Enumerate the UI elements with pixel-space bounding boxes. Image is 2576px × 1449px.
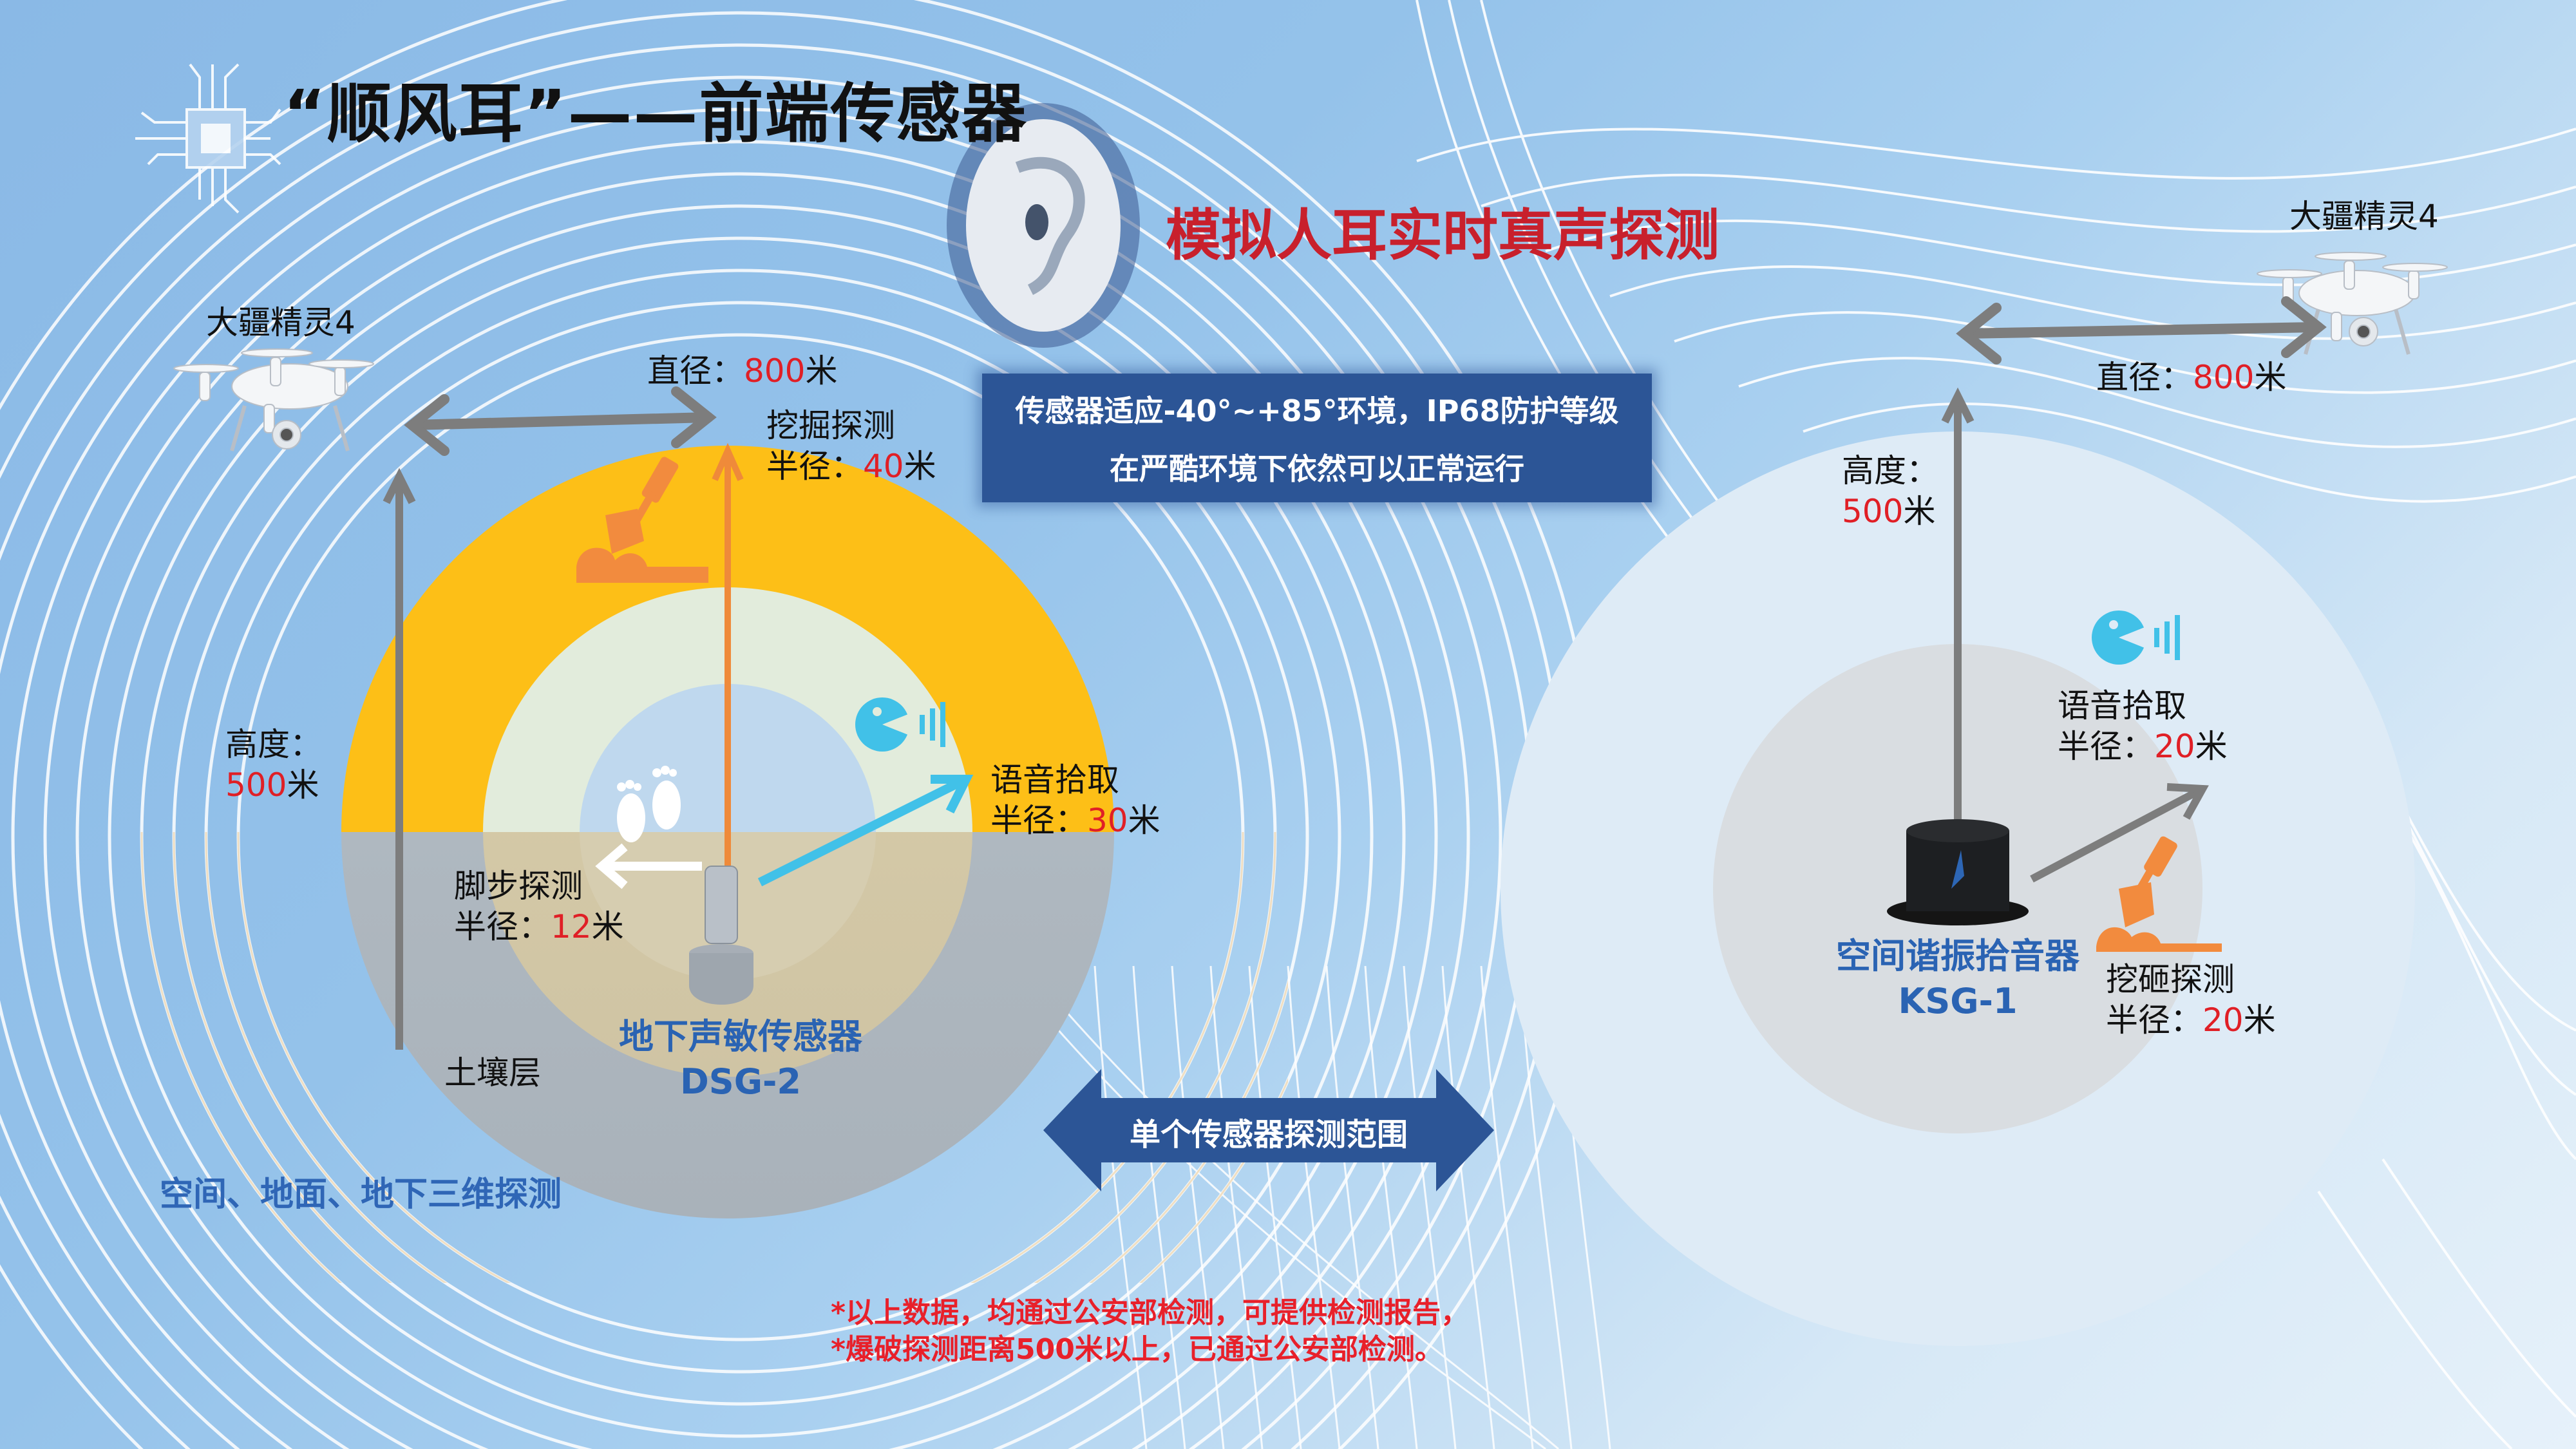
ksg1-sensor-label: 空间谐振拾音器 KSG-1 [1810, 934, 2106, 1024]
dsg2-sensor-label: 地下声敏传感器 DSG-2 [599, 1014, 882, 1104]
height-label-left: 高度： 500米 [225, 726, 322, 804]
height-label-right: 高度： 500米 [1842, 452, 1938, 530]
drone-image-left [173, 348, 374, 451]
chip-icon [135, 63, 281, 214]
height-value: 500 [225, 766, 287, 804]
diameter-value: 800 [744, 352, 806, 390]
voice-radius-value: 30 [1087, 801, 1128, 839]
dig-radius-value: 40 [863, 447, 904, 485]
voice-label-left: 语音拾取 半径：30米 [990, 761, 1160, 839]
dsg2-sensor-image [689, 866, 753, 1005]
footnote-2: *爆破探测距离500米以上，已通过公安部检测。 [831, 1333, 1443, 1367]
spec-line-1: 传感器适应-40°~+85°环境，IP68防护等级 [1015, 393, 1619, 428]
footstep-radius-value: 12 [551, 907, 592, 945]
spec-box: 传感器适应-40°~+85°环境，IP68防护等级 在严酷环境下依然可以正常运行 [982, 374, 1652, 502]
3d-detection-caption: 空间、地面、地下三维探测 [160, 1175, 562, 1214]
range-double-arrow-icon [1043, 1069, 1494, 1191]
dig-label-left: 挖掘探测 半径：40米 [766, 407, 936, 485]
footprints-icon [617, 766, 681, 842]
soil-layer-label: 土壤层 [444, 1054, 541, 1092]
ksg1-model: KSG-1 [1898, 981, 2018, 1022]
range-arrow-label: 单个传感器探测范围 [1129, 1117, 1408, 1153]
ear-image [947, 103, 1140, 348]
drone-label-right: 大疆精灵4 [2289, 198, 2439, 235]
spec-line-2: 在严酷环境下依然可以正常运行 [1110, 451, 1524, 486]
voice-label-right: 语音拾取 半径：20米 [2058, 687, 2228, 765]
shovel-icon-right [2096, 836, 2222, 952]
page-title: “顺风耳”——前端传感器 [283, 76, 1028, 151]
footnote-1: *以上数据，均通过公安部检测，可提供检测报告， [831, 1296, 1470, 1329]
drone-image-right [2257, 252, 2448, 355]
footnotes: *以上数据，均通过公安部检测，可提供检测报告， *爆破探测距离500米以上，已通… [831, 1294, 1469, 1368]
voice-icon-left [855, 697, 945, 752]
dig-label-right: 挖砸探测 半径：20米 [2106, 961, 2276, 1039]
diameter-label-left: 直径：800米 [647, 352, 838, 390]
left-arrows [383, 386, 974, 1050]
voice-icon-right [2092, 611, 2180, 665]
dsg2-model: DSG-2 [679, 1061, 802, 1103]
diameter-label-right: 直径：800米 [2096, 359, 2287, 396]
subtitle-human-ear-detection: 模拟人耳实时真声探测 [1166, 204, 1719, 268]
footstep-label: 脚步探测 半径：12米 [454, 867, 624, 945]
shovel-icon-left [576, 457, 708, 583]
ksg1-sensor-image [1887, 819, 2029, 925]
drone-label-left: 大疆精灵4 [206, 304, 355, 341]
right-arrows [1941, 296, 2327, 883]
